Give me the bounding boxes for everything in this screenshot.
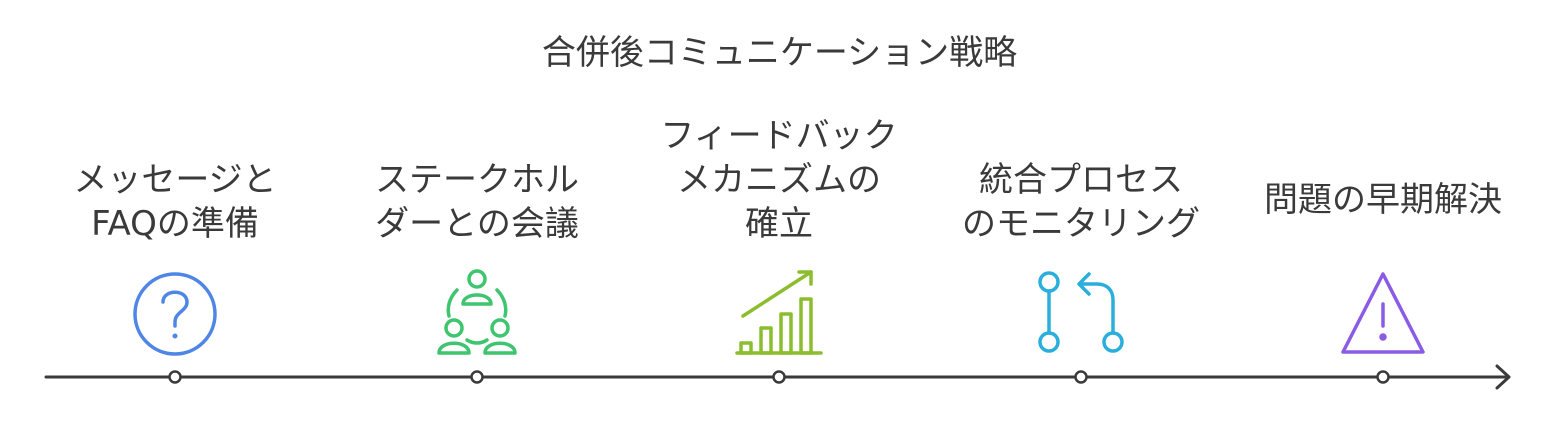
git-pull-request-icon xyxy=(1031,264,1131,364)
diagram-title: 合併後コミュニケーション戦略 xyxy=(541,33,1018,73)
timeline-arrowhead xyxy=(1495,364,1511,390)
step-1-label-line-1: メッセージと xyxy=(73,160,277,200)
step-3-label: フィードバック メカニズムの 確立 xyxy=(629,114,929,246)
timeline-node-4 xyxy=(1074,370,1088,384)
step-4-label: 統合プロセス のモニタリング xyxy=(931,158,1231,246)
timeline-node-3 xyxy=(772,370,786,384)
timeline-node-5 xyxy=(1376,370,1390,384)
step-5: 問題の早期解決 xyxy=(1233,0,1533,428)
step-1-label-line-2: FAQの準備 xyxy=(91,204,259,244)
step-3-label-line-3: 確立 xyxy=(745,204,813,244)
step-4-label-line-2: のモニタリング xyxy=(962,204,1200,244)
step-4: 統合プロセス のモニタリング xyxy=(931,0,1231,428)
step-2-label-line-1: ステークホル xyxy=(375,160,579,200)
step-2-label-line-2: ダーとの会議 xyxy=(375,204,579,244)
growth-chart-icon xyxy=(729,264,829,364)
step-2: ステークホル ダーとの会議 xyxy=(327,0,627,428)
step-3-label-line-2: メカニズムの xyxy=(677,160,881,200)
warning-triangle-icon xyxy=(1333,264,1433,364)
step-1-label: メッセージと FAQの準備 xyxy=(25,158,325,246)
step-5-label-line-1: 問題の早期解決 xyxy=(1264,180,1502,220)
step-3: フィードバック メカニズムの 確立 xyxy=(629,0,929,428)
step-4-label-line-1: 統合プロセス xyxy=(979,160,1183,200)
step-3-label-line-1: フィードバック xyxy=(660,116,898,156)
step-2-label: ステークホル ダーとの会議 xyxy=(327,158,627,246)
step-1: メッセージと FAQの準備 xyxy=(25,0,325,428)
timeline-node-2 xyxy=(470,370,484,384)
question-circle-icon xyxy=(125,264,225,364)
timeline-node-1 xyxy=(168,370,182,384)
step-5-label: 問題の早期解決 xyxy=(1233,178,1533,222)
people-group-icon xyxy=(427,264,527,364)
